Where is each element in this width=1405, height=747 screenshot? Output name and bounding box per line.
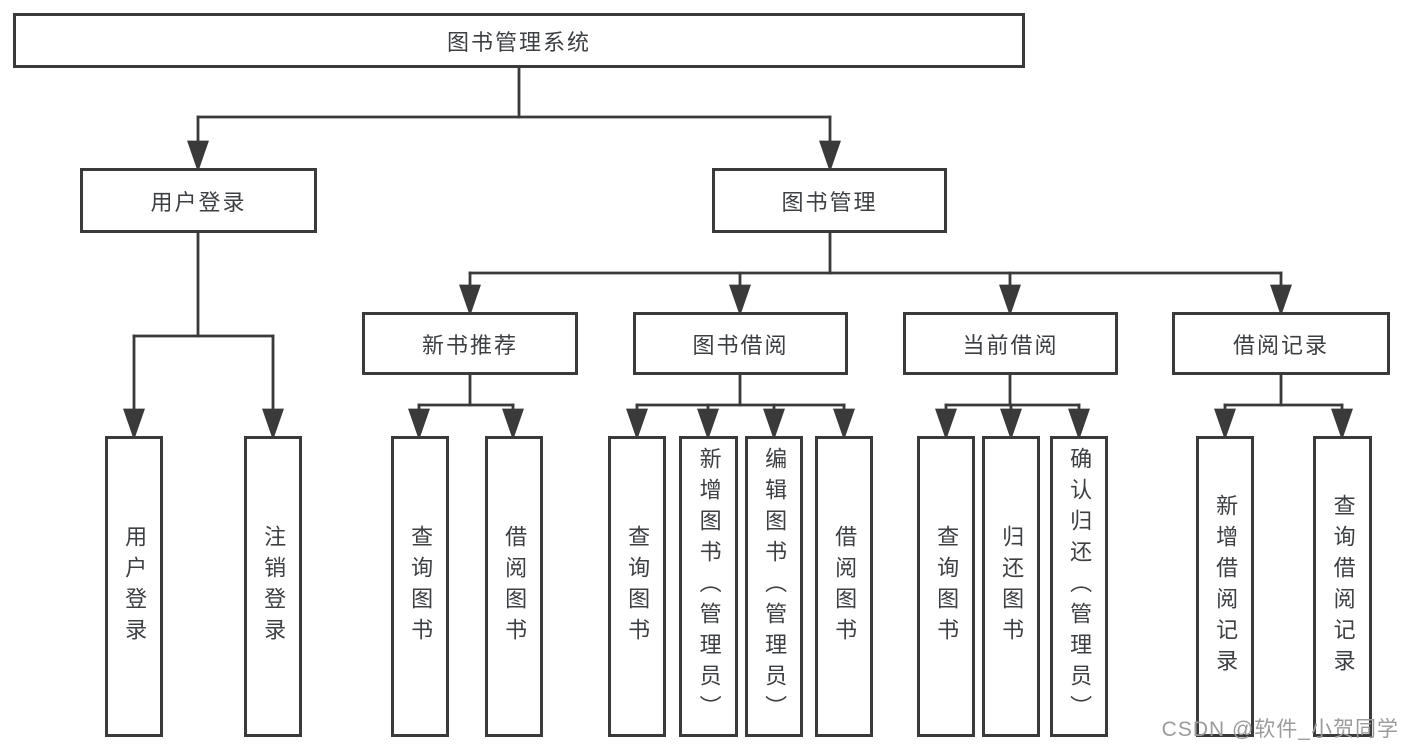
arrowhead bbox=[408, 408, 430, 441]
node-label: 图书管理系统 bbox=[446, 29, 591, 55]
node-label: 用户登录 bbox=[122, 524, 148, 649]
arrowhead bbox=[502, 408, 524, 441]
leaf-logout-login: 注销登录 bbox=[244, 436, 302, 737]
arrowhead bbox=[819, 140, 841, 173]
node-label: 编辑图书（管理员） bbox=[762, 447, 788, 726]
arrowhead bbox=[262, 408, 284, 441]
node-user-login: 用户登录 bbox=[80, 168, 317, 233]
arrowhead bbox=[459, 284, 481, 317]
node-label: 查询图书 bbox=[625, 524, 651, 649]
node-label: 图书管理 bbox=[781, 189, 878, 215]
node-current-borrow: 当前借阅 bbox=[903, 312, 1118, 375]
arrowhead bbox=[763, 408, 785, 441]
arrowhead bbox=[1214, 408, 1236, 441]
node-label: 查询图书 bbox=[934, 524, 960, 649]
arrowhead bbox=[123, 408, 145, 441]
leaf-query-borrow-record: 查询借阅记录 bbox=[1313, 436, 1372, 737]
leaf-add-books-admin: 新增图书（管理员） bbox=[679, 436, 738, 737]
node-label: 图书借阅 bbox=[692, 332, 789, 358]
leaf-user-login: 用户登录 bbox=[105, 436, 163, 737]
node-borrow-records: 借阅记录 bbox=[1172, 312, 1390, 375]
arrowhead bbox=[1068, 408, 1090, 441]
arrowhead bbox=[1000, 408, 1022, 441]
arrowhead bbox=[626, 408, 648, 441]
leaf-borrow-books: 借阅图书 bbox=[815, 436, 873, 737]
node-new-book-recommend: 新书推荐 bbox=[362, 312, 578, 375]
node-library-system: 图书管理系统 bbox=[13, 13, 1025, 68]
arrowhead bbox=[729, 284, 751, 317]
node-label: 注销登录 bbox=[261, 524, 287, 649]
arrowhead bbox=[1270, 284, 1292, 317]
node-label: 当前借阅 bbox=[962, 332, 1059, 358]
arrowhead bbox=[697, 408, 719, 441]
node-label: 新书推荐 bbox=[421, 332, 518, 358]
node-label: 归还图书 bbox=[999, 524, 1025, 649]
node-label: 新增图书（管理员） bbox=[696, 447, 722, 726]
arrowhead bbox=[833, 408, 855, 441]
node-label: 新增借阅记录 bbox=[1213, 493, 1239, 680]
node-label: 确认归还（管理员） bbox=[1067, 447, 1093, 726]
leaf-confirm-return-admin: 确认归还（管理员） bbox=[1050, 436, 1108, 737]
arrowhead bbox=[187, 140, 209, 173]
leaf-add-borrow-record: 新增借阅记录 bbox=[1196, 436, 1254, 737]
leaf-query-books-borrow: 查询图书 bbox=[608, 436, 666, 737]
csdn-watermark: CSDN @软件_小贺同学 bbox=[1161, 718, 1399, 741]
leaf-query-books-current: 查询图书 bbox=[917, 436, 975, 737]
arrowhead bbox=[999, 284, 1021, 317]
leaf-return-books: 归还图书 bbox=[982, 436, 1040, 737]
node-label: 查询借阅记录 bbox=[1330, 493, 1356, 680]
node-book-borrow: 图书借阅 bbox=[633, 312, 848, 375]
leaf-edit-books-admin: 编辑图书（管理员） bbox=[745, 436, 803, 737]
node-label: 借阅记录 bbox=[1232, 332, 1329, 358]
leaf-query-books-recommend: 查询图书 bbox=[391, 436, 449, 737]
arrowhead bbox=[1331, 408, 1353, 441]
arrowhead bbox=[935, 408, 957, 441]
node-label: 查询图书 bbox=[408, 524, 434, 649]
node-label: 借阅图书 bbox=[832, 524, 858, 649]
node-book-management: 图书管理 bbox=[712, 168, 947, 233]
node-label: 借阅图书 bbox=[502, 524, 528, 649]
node-label: 用户登录 bbox=[150, 189, 247, 215]
leaf-borrow-books-recommend: 借阅图书 bbox=[485, 436, 543, 737]
